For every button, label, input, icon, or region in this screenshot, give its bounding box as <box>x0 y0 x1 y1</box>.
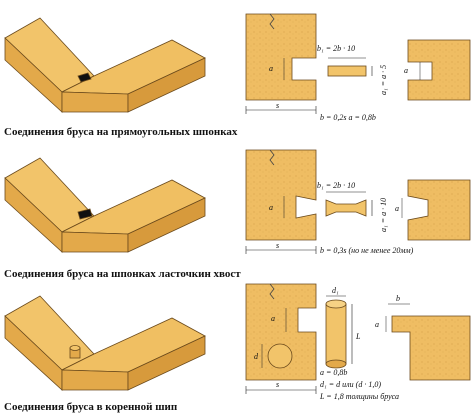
formula-2: b = 0,3s (но не менее 20мм) <box>320 246 414 255</box>
section-left-3 <box>245 283 317 394</box>
label-s-3: s <box>276 380 280 389</box>
formula-3a: a = 0,8b <box>320 368 348 377</box>
section-right-2 <box>401 179 471 241</box>
label-s-2: s <box>276 241 280 250</box>
label-s-1: s <box>276 101 280 110</box>
label-a-left-3: a <box>271 314 275 323</box>
label-b1-2: b₁ = 2b · 10 <box>317 181 356 190</box>
key-1 <box>327 57 373 77</box>
label-a-right-3: a <box>375 320 379 329</box>
label-a-left-2: a <box>269 203 273 212</box>
formula-3c: L = 1,8 толщины бруса <box>320 392 400 401</box>
section-right-1 <box>407 39 471 101</box>
label-a-left-1: a <box>269 64 273 73</box>
caption-2-text: Соединения бруса на шпонках ласточкин хв… <box>4 268 241 280</box>
key-mark-1 <box>77 72 92 83</box>
label-a1-2: a₁ = a · 10 <box>379 197 388 232</box>
formula-1: b = 0,2s a = 0,8b <box>320 113 376 122</box>
caption-1: Соединения бруса на прямоугольных шпонка… <box>4 126 238 138</box>
label-L: L <box>356 332 361 341</box>
key-mark-2 <box>77 208 93 220</box>
formula-3b: d₁ = d или (d · 1,0) <box>320 380 381 389</box>
caption-3: Соединения бруса в коренной шип <box>4 401 178 413</box>
key-2 <box>325 191 373 217</box>
label-d1: d₁ <box>332 286 339 295</box>
label-a1-1: a₁ = a · 5 <box>379 64 388 95</box>
iso-joint-3 <box>4 295 206 391</box>
label-a-right-1: a <box>404 66 408 75</box>
label-b-3: b <box>396 294 400 303</box>
iso-joint-1 <box>4 17 206 113</box>
label-b1-1: b₁ = 2b · 10 <box>317 44 356 53</box>
label-a-right-2: a <box>395 204 399 213</box>
tenon-pin <box>325 295 353 369</box>
iso-joint-2 <box>4 157 206 253</box>
section-left-2 <box>245 149 317 254</box>
section-right-3 <box>385 303 471 381</box>
section-left-1 <box>245 13 317 114</box>
label-d: d <box>254 352 258 361</box>
